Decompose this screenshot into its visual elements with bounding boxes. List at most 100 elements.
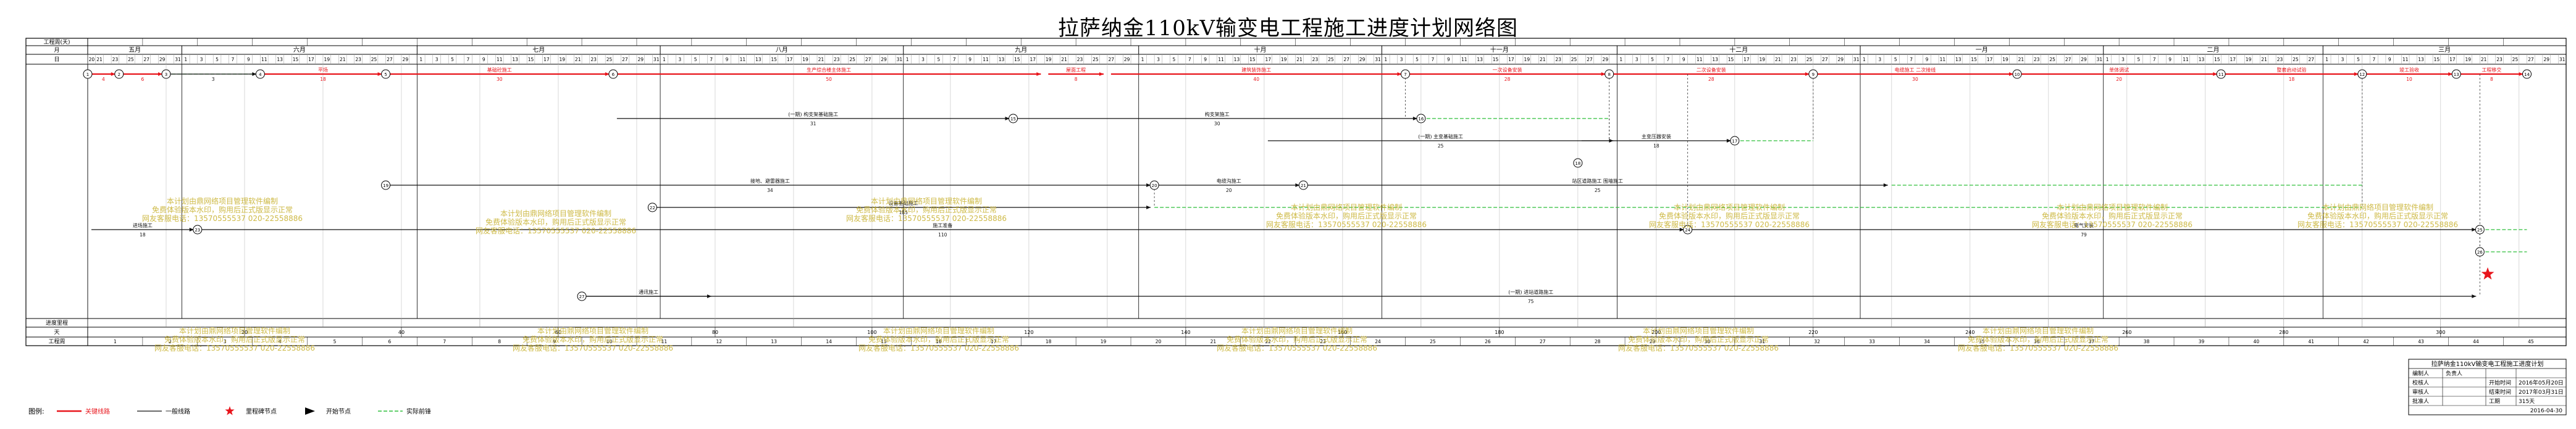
watermark-text: 本计划由鼎网络项目管理软件编制 bbox=[167, 196, 278, 206]
day-label: 1 bbox=[184, 57, 187, 62]
day-label: 23 bbox=[2496, 57, 2503, 62]
legend-item-label: 开始节点 bbox=[326, 407, 351, 415]
activity-label: 整套启动试验 bbox=[2277, 67, 2307, 73]
week-label: 22 bbox=[1265, 339, 1271, 344]
day-label: 11 bbox=[497, 57, 503, 62]
week-label: 11 bbox=[661, 339, 668, 344]
week-label: 28 bbox=[1595, 339, 1601, 344]
day-label: 27 bbox=[2528, 57, 2534, 62]
node-number: 2 bbox=[118, 72, 120, 77]
day-label: 13 bbox=[2199, 57, 2205, 62]
day-label: 3 bbox=[678, 57, 681, 62]
bottom-day-label: 100 bbox=[867, 330, 876, 335]
day-label: 13 bbox=[1477, 57, 1483, 62]
node-number: 7 bbox=[1404, 72, 1406, 77]
day-label: 31 bbox=[175, 57, 181, 62]
network-node bbox=[1730, 136, 1740, 146]
activity-label: 一次设备安装 bbox=[1493, 67, 1522, 73]
activity-duration: 34 bbox=[767, 188, 773, 193]
network-node bbox=[1416, 114, 1426, 123]
activity-label: 单体调试 bbox=[2109, 67, 2129, 73]
day-label: 1 bbox=[419, 57, 422, 62]
watermark-text: 本计划由鼎网络项目管理软件编制 bbox=[2057, 202, 2168, 212]
node-number: 15 bbox=[1010, 117, 1016, 122]
day-label: 13 bbox=[999, 57, 1005, 62]
activity-duration: 30 bbox=[1912, 77, 1918, 82]
activity-duration: 3 bbox=[212, 77, 215, 82]
activity-arrowhead bbox=[1601, 72, 1606, 76]
network-node bbox=[647, 202, 657, 212]
activity-duration: 185 bbox=[899, 210, 908, 215]
day-label: 13 bbox=[1955, 57, 1961, 62]
watermark-text: 免费体验版本水印，购用后正式版显示正常 bbox=[164, 335, 305, 344]
activity-duration: 20 bbox=[1226, 188, 1232, 193]
day-label: 19 bbox=[1281, 57, 1287, 62]
node-number: 27 bbox=[579, 294, 585, 299]
activity-duration: 50 bbox=[826, 77, 832, 82]
day-label: 21 bbox=[96, 57, 103, 62]
bottom-day-label: 280 bbox=[2279, 330, 2288, 335]
day-label: 25 bbox=[1328, 57, 1334, 62]
day-label: 29 bbox=[2543, 57, 2549, 62]
day-label: 29 bbox=[2081, 57, 2087, 62]
day-label: 25 bbox=[849, 57, 855, 62]
bottom-day-label: 20 bbox=[241, 330, 248, 335]
activity-arrowhead bbox=[1005, 117, 1010, 120]
activity-label: 建筑装饰施工 bbox=[1241, 67, 1271, 73]
day-label: 5 bbox=[694, 57, 697, 62]
activity-label: 基础砼施工 bbox=[487, 67, 512, 73]
week-label: 21 bbox=[1210, 339, 1217, 344]
page-title: 拉萨纳金110kV输变电工程施工进度计划网络图 bbox=[1057, 16, 1519, 41]
node-number: 25 bbox=[2477, 228, 2483, 233]
day-label: 21 bbox=[575, 57, 581, 62]
day-label: 15 bbox=[1971, 57, 1977, 62]
day-label: 23 bbox=[355, 57, 361, 62]
day-label: 27 bbox=[865, 57, 871, 62]
week-label: 18 bbox=[1046, 339, 1052, 344]
node-number: 11 bbox=[2218, 72, 2224, 77]
activity-label: 竣工验收 bbox=[2399, 67, 2419, 73]
activity-duration: 4 bbox=[102, 77, 105, 82]
activity-duration: 75 bbox=[1528, 299, 1534, 304]
legend-heading: 图例: bbox=[28, 407, 44, 415]
day-label: 19 bbox=[2246, 57, 2252, 62]
day-label: 17 bbox=[787, 57, 793, 62]
watermark-text: 网友客服电话：13570555537 020-22558886 bbox=[1217, 343, 1377, 352]
day-label: 29 bbox=[1603, 57, 1609, 62]
month-label: 八月 bbox=[776, 46, 788, 54]
watermark-text: 本计划由鼎网络项目管理软件编制 bbox=[500, 209, 611, 218]
day-label: 21 bbox=[818, 57, 824, 62]
day-label: 29 bbox=[1124, 57, 1130, 62]
day-label: 11 bbox=[2183, 57, 2189, 62]
watermark-text: 免费体验版本水印，购用后正式版显示正常 bbox=[2042, 211, 2183, 220]
day-label: 19 bbox=[2002, 57, 2008, 62]
month-label: 十一月 bbox=[1490, 46, 1509, 54]
month-label: 十月 bbox=[1254, 46, 1267, 54]
network-node bbox=[2475, 225, 2485, 235]
day-label: 25 bbox=[128, 57, 134, 62]
week-label: 13 bbox=[771, 339, 777, 344]
network-node bbox=[1683, 225, 1693, 235]
day-label: 13 bbox=[512, 57, 518, 62]
watermark-text: 本计划由鼎网络项目管理软件编制 bbox=[871, 196, 982, 206]
activity-arrowhead bbox=[1397, 72, 1402, 76]
day-label: 3 bbox=[921, 57, 925, 62]
day-label: 15 bbox=[2214, 57, 2220, 62]
activity-arrowhead bbox=[1805, 72, 1810, 76]
activity-arrowhead bbox=[605, 72, 610, 76]
network-node bbox=[1009, 114, 1018, 123]
week-label: 43 bbox=[2418, 339, 2424, 344]
network-node bbox=[381, 180, 391, 190]
title-block-key: 结束时间 bbox=[2489, 388, 2511, 396]
day-label: 29 bbox=[638, 57, 644, 62]
day-label: 31 bbox=[2559, 57, 2566, 62]
day-label: 17 bbox=[2449, 57, 2456, 62]
day-label: 21 bbox=[340, 57, 346, 62]
day-label: 11 bbox=[1697, 57, 1703, 62]
network-node bbox=[1298, 180, 1308, 190]
week-label: 5 bbox=[334, 339, 337, 344]
activity-duration: 18 bbox=[2289, 77, 2295, 82]
day-label: 3 bbox=[1635, 57, 1638, 62]
band-label-bottom-day: 天 bbox=[54, 330, 59, 336]
day-label: 29 bbox=[159, 57, 166, 62]
